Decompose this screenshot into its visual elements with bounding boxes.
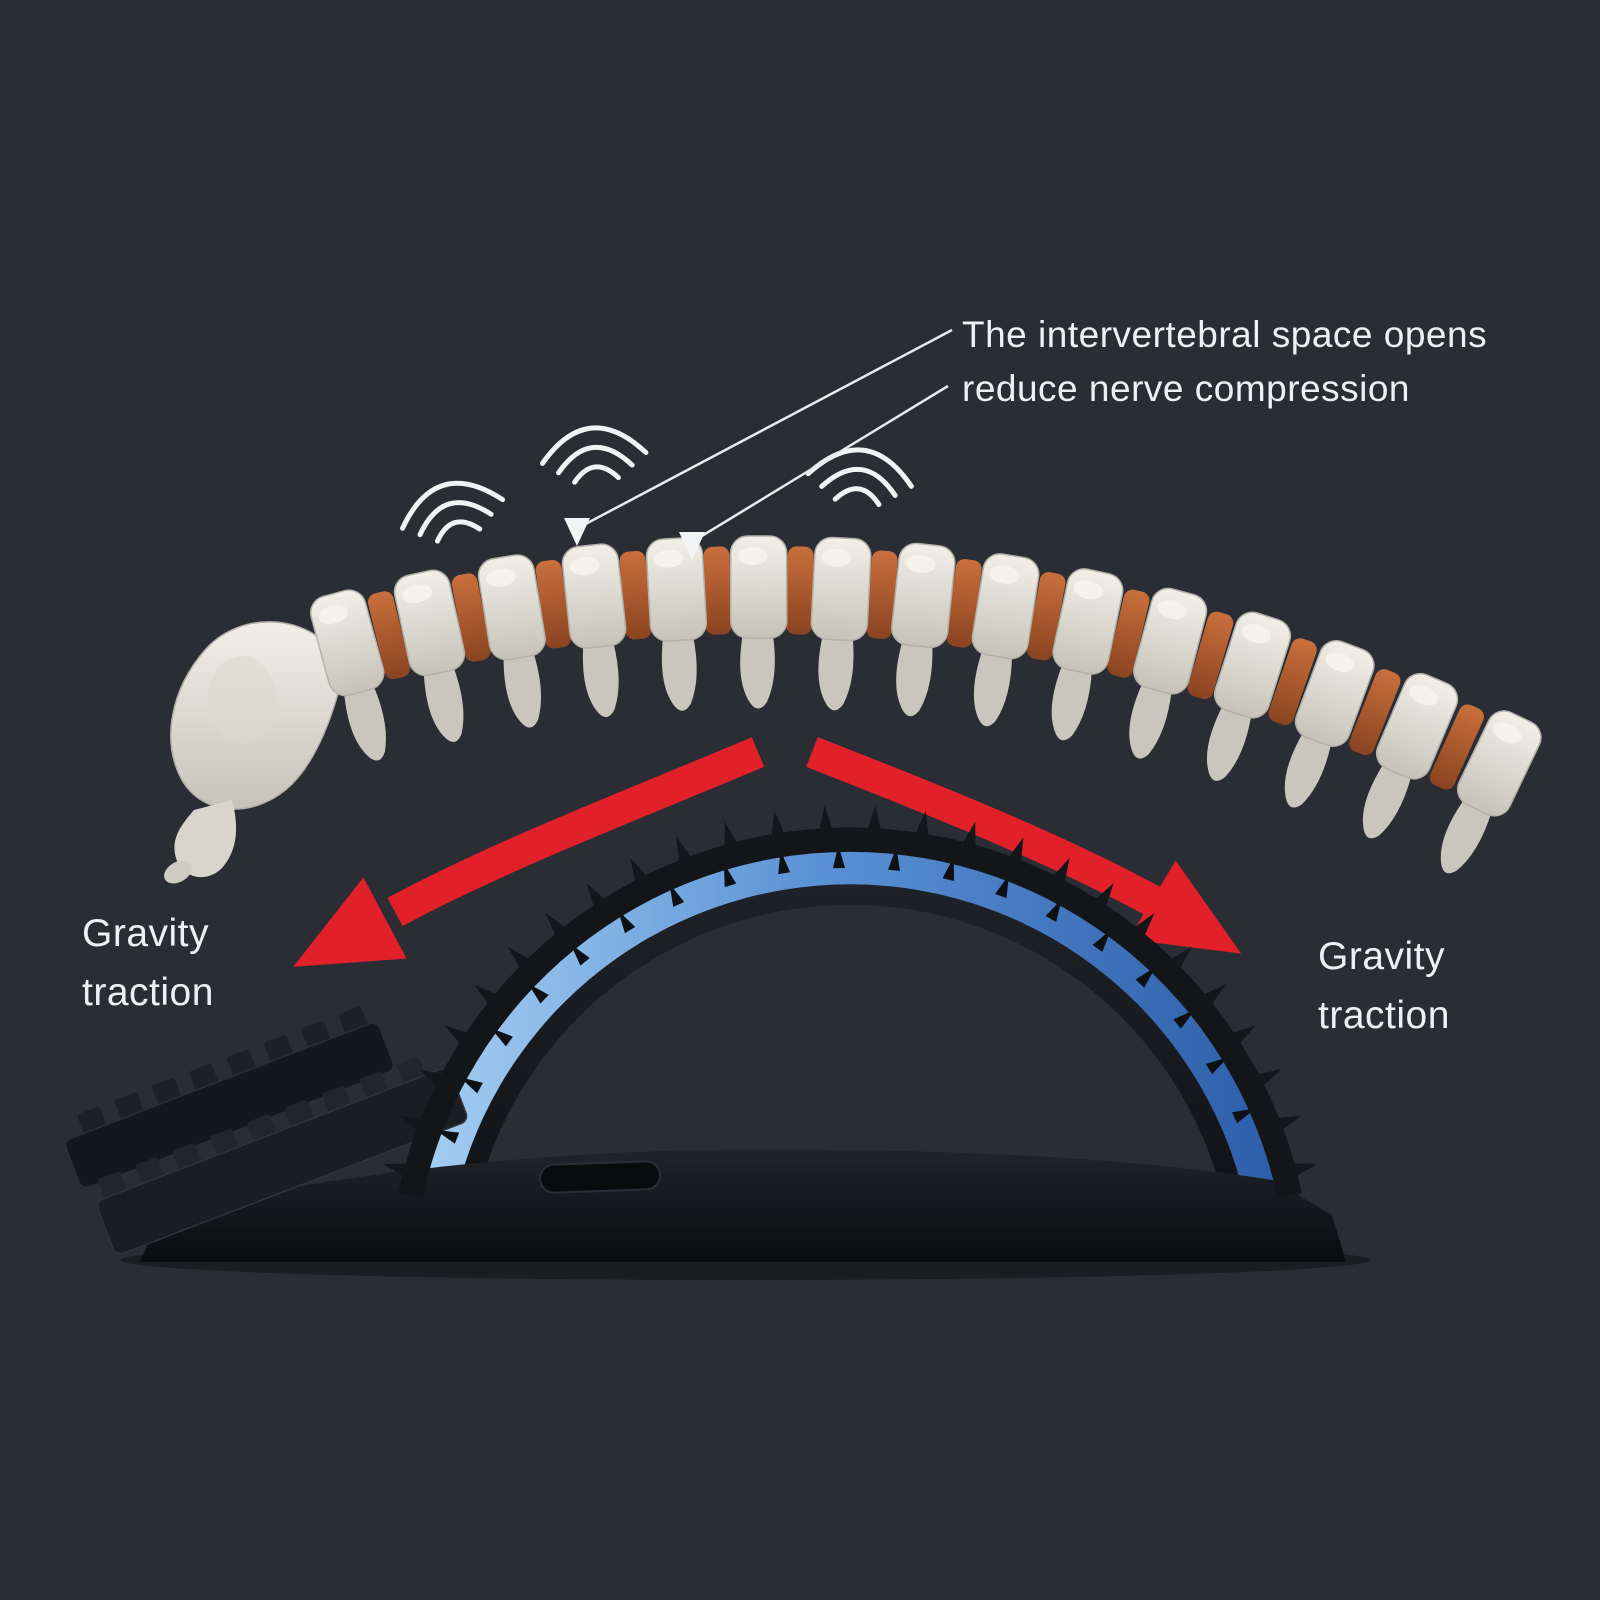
annotation-pointer-lines — [564, 328, 953, 560]
gravity-arrow-right — [806, 737, 1242, 954]
back-stretcher-device — [64, 805, 1370, 1280]
pointer-arrowhead-icon — [564, 518, 590, 546]
gravity-traction-label-right: Gravity traction — [1318, 928, 1450, 1045]
gravity-arrow-left — [293, 737, 765, 967]
spine-illustration — [164, 535, 1548, 886]
gravity-left-line-2: traction — [82, 970, 214, 1014]
adjustment-ramp — [64, 1006, 468, 1255]
sacrum-bone — [164, 621, 343, 884]
device-blue-band — [416, 848, 1284, 1219]
gravity-right-line-2: traction — [1318, 993, 1450, 1037]
gravity-traction-label-left: Gravity traction — [82, 905, 214, 1022]
pointer-arrowhead-icon — [679, 532, 705, 560]
device-base — [140, 1149, 1346, 1262]
pointer-line-2 — [691, 384, 949, 544]
handle-slot — [539, 1160, 661, 1194]
annotation-text: The intervertebral space opens reduce ne… — [962, 308, 1487, 415]
annotation-line-1: The intervertebral space opens — [962, 314, 1488, 355]
pointer-line-1 — [577, 328, 953, 530]
gravity-left-line-1: Gravity — [82, 912, 210, 955]
gravity-right-line-1: Gravity — [1318, 935, 1446, 978]
annotation-line-2: reduce nerve compression — [962, 367, 1410, 409]
